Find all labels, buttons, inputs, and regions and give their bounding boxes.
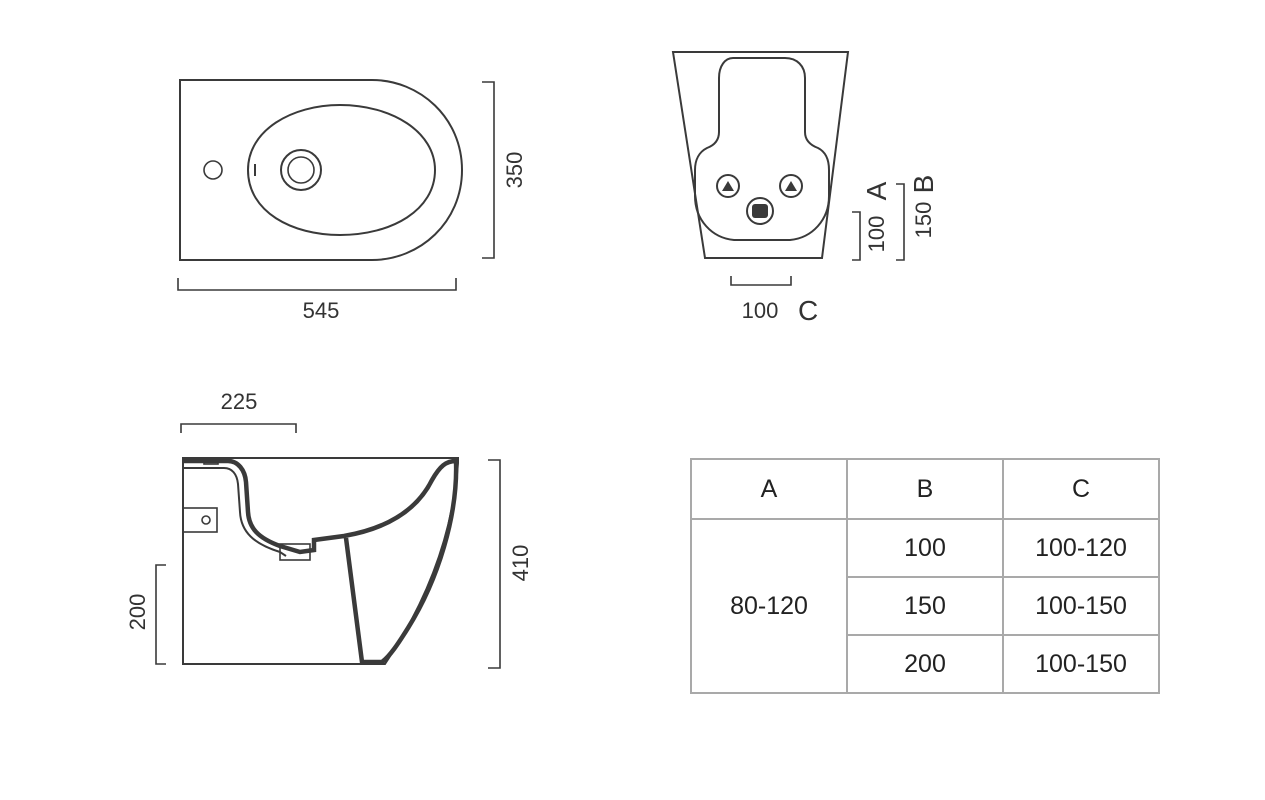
height-dimension-label: 410 <box>508 545 533 582</box>
depth-dimension-line <box>482 81 495 259</box>
c-value-cell: 100-150 <box>1002 634 1160 694</box>
b-dimension-letter: B <box>908 175 939 194</box>
a-dimension-line <box>852 211 861 261</box>
front-view-recess <box>694 57 830 241</box>
drain-inner-ring <box>287 156 315 184</box>
header-c: C <box>1002 458 1160 520</box>
c-dimension-line <box>730 276 792 286</box>
spec-table: A B C 80-120 100 100-120 150 100-150 200… <box>690 458 1160 694</box>
right-supply-marker <box>785 181 797 191</box>
drain-outer-ring <box>280 149 322 191</box>
width-dimension-line <box>177 278 457 291</box>
table-row: 80-120 100 100-120 <box>690 518 1160 694</box>
a-dimension-letter: A <box>861 181 892 200</box>
waste-hole <box>746 197 774 225</box>
left-supply-marker <box>722 181 734 191</box>
side-fixing-hole <box>201 515 211 525</box>
top-view: 545 350 <box>177 79 527 323</box>
c-value-cell: 100-150 <box>1002 576 1160 636</box>
side-view-rim-inner <box>183 467 287 557</box>
tap-hole <box>203 160 223 180</box>
left-supply-hole <box>716 174 740 198</box>
front-view: 100 C 100 A 150 B <box>671 51 939 326</box>
pipe-height-dimension-line <box>155 564 166 665</box>
hole-offset-dimension-line <box>180 423 297 433</box>
depth-dimension-label: 350 <box>502 152 527 189</box>
side-view-body <box>182 457 459 665</box>
side-fixing-bracket <box>182 507 218 533</box>
header-a: A <box>690 458 848 520</box>
b-value-cell: 150 <box>846 576 1004 636</box>
b-dimension-value: 150 <box>911 202 936 239</box>
b-dimension-line <box>896 183 905 261</box>
side-view-bowl-section <box>183 458 459 665</box>
a-value-cell: 80-120 <box>690 518 848 694</box>
c-value-cell: 100-120 <box>1002 518 1160 578</box>
right-supply-hole <box>779 174 803 198</box>
outlet-connector <box>279 543 311 561</box>
c-dimension-letter: C <box>798 295 818 326</box>
hole-offset-dimension-label: 225 <box>221 389 258 414</box>
top-view-outline <box>179 79 464 261</box>
top-view-bowl <box>246 103 437 237</box>
width-dimension-label: 545 <box>303 298 340 323</box>
b-value-cell: 100 <box>846 518 1004 578</box>
table-row: 150 100-150 <box>691 576 1160 636</box>
height-dimension-line <box>488 459 501 669</box>
c-dimension-value: 100 <box>742 298 779 323</box>
header-b: B <box>846 458 1004 520</box>
b-value-cell: 200 <box>846 634 1004 694</box>
a-dimension-value: 100 <box>864 216 889 253</box>
side-view: 225 410 200 <box>125 389 533 669</box>
table-row: 200 100-150 <box>691 634 1160 694</box>
waste-hole-core <box>752 204 768 218</box>
pipe-height-dimension-label: 200 <box>125 594 150 631</box>
rim-hole-marker <box>203 457 219 465</box>
spec-table-header-row: A B C <box>690 458 1160 520</box>
